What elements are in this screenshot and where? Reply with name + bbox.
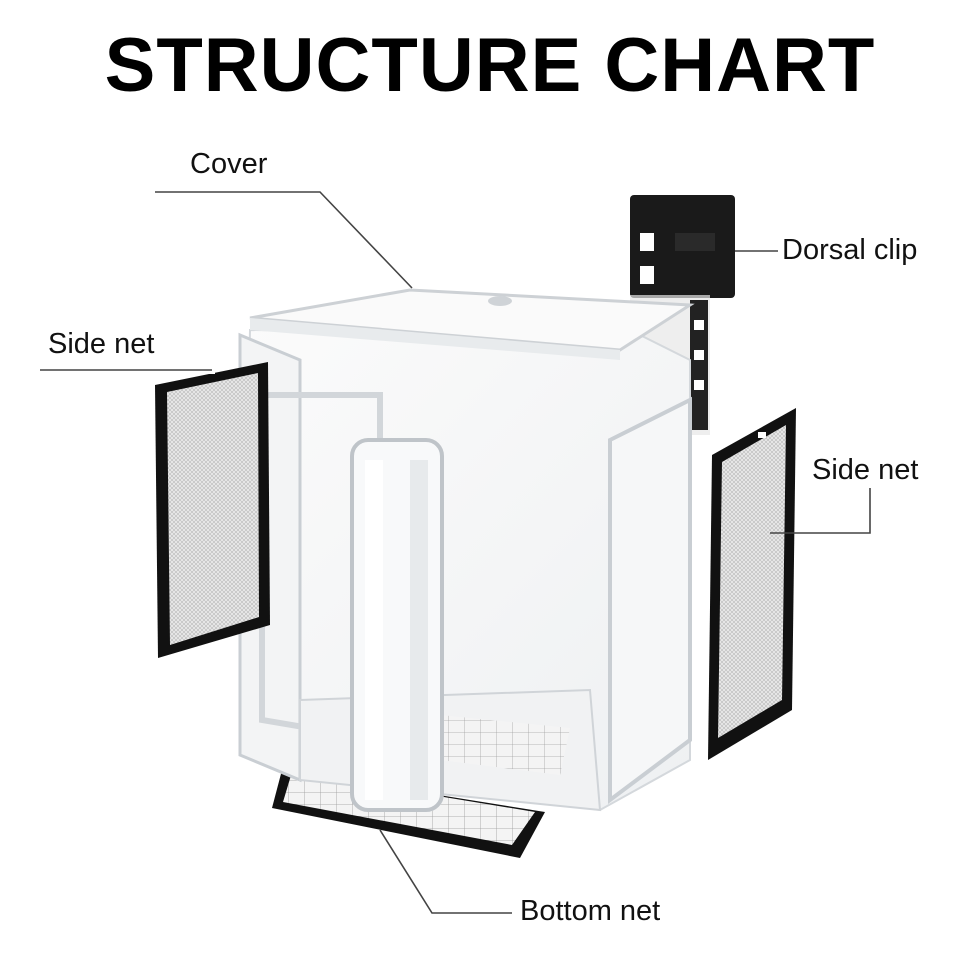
side-net-left [155,362,270,658]
label-cover: Cover [190,148,268,180]
acrylic-box [238,288,695,812]
side-net-right-leader-line [770,488,871,534]
label-side-net-left: Side net [48,328,155,360]
label-bottom-net: Bottom net [520,895,661,927]
label-dorsal-clip: Dorsal clip [782,234,918,266]
side-net-right [708,408,796,760]
bottom-net-leader-line [379,829,512,914]
label-side-net-right: Side net [812,454,919,486]
chart-title: STRUCTURE CHART [104,23,876,108]
cover-leader-line [155,191,413,289]
